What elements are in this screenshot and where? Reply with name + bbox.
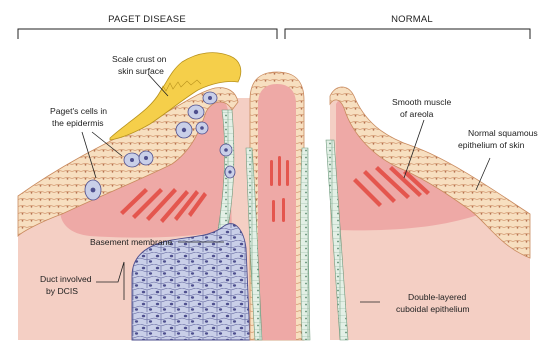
header-bracket-right [285, 29, 530, 39]
label-pagets-cells: Paget's cells in the epidermis [50, 106, 109, 128]
label-scale-crust: Scale crust on skin surface [112, 54, 169, 76]
label-basement-membrane: Basement membrane [90, 237, 172, 247]
header-normal: NORMAL [391, 14, 433, 25]
header-paget-disease: PAGET DISEASE [108, 14, 186, 25]
label-normal-squamous: Normal squamous epithelium of skin [458, 128, 540, 150]
header-bracket-left [18, 29, 277, 39]
label-smooth-muscle: Smooth muscle of areola [392, 97, 454, 119]
